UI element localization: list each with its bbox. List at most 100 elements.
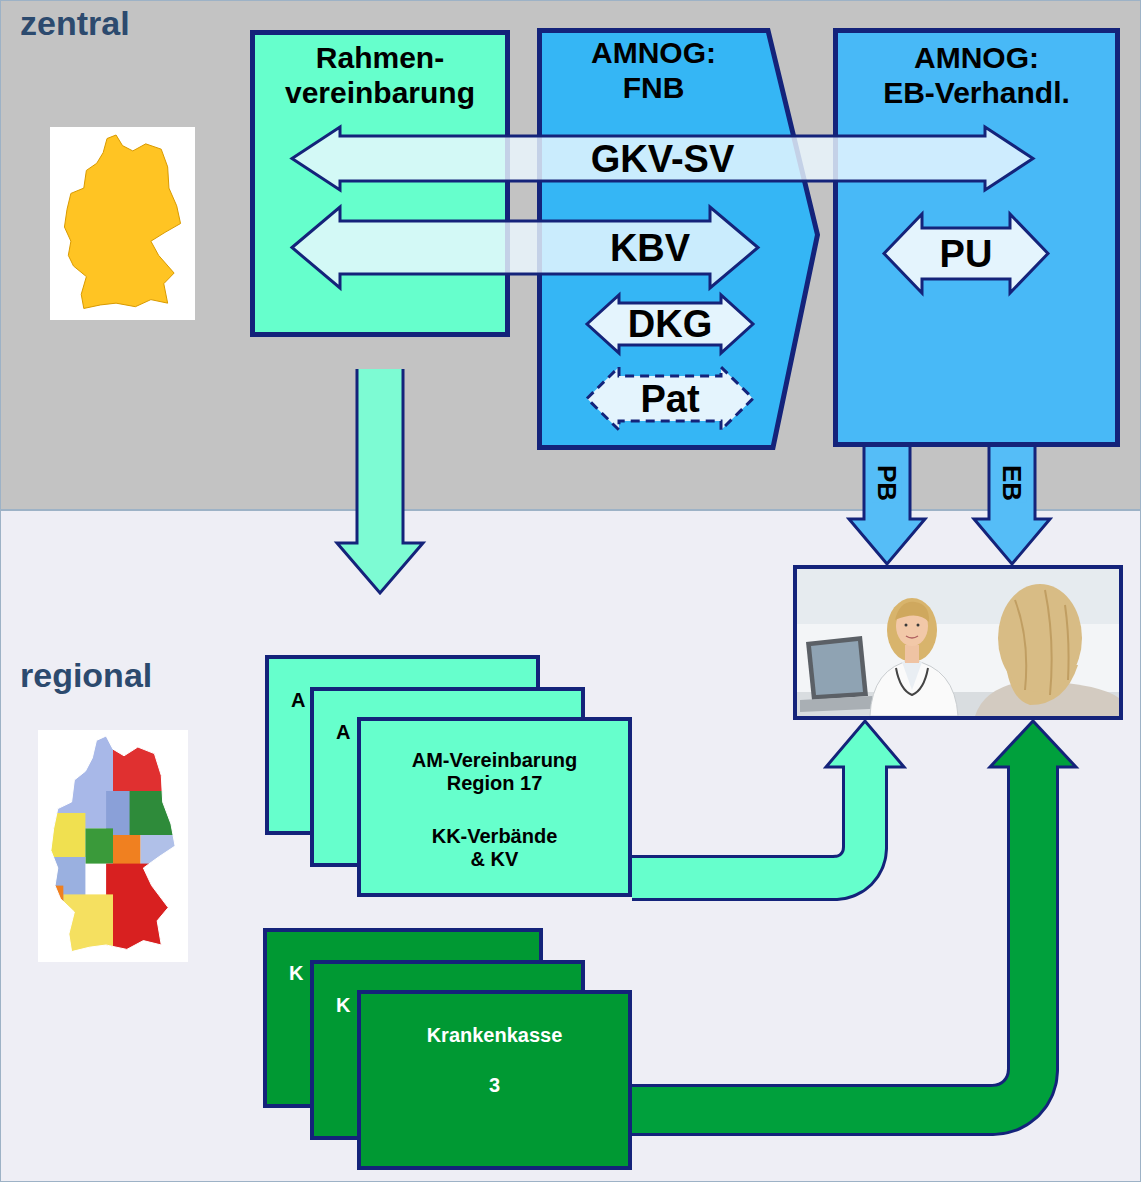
node-text: DKG xyxy=(585,305,755,343)
laptop-display xyxy=(811,641,863,695)
map-frame xyxy=(38,730,188,962)
node-text: Krankenkasse xyxy=(361,1024,628,1047)
text-line: PU xyxy=(940,235,993,273)
text-line: K xyxy=(289,962,303,985)
text-line: regional xyxy=(20,656,152,695)
text-line: FNB xyxy=(623,71,685,106)
state-area xyxy=(44,886,63,908)
arrow-shaft xyxy=(866,447,909,522)
patient-head xyxy=(998,584,1082,692)
node-text: AMNOG: FNB xyxy=(537,36,770,105)
arrow-shaft xyxy=(991,447,1034,522)
arrow-head xyxy=(974,519,1050,564)
shape-outline xyxy=(292,207,758,288)
node-text: GKV-SV xyxy=(290,140,1035,178)
text-line: vereinbarung xyxy=(285,76,475,111)
double-arrow: GKV-SV xyxy=(290,125,1035,192)
edge-label: PB xyxy=(873,463,902,503)
text-line: PB xyxy=(873,465,902,501)
states-map xyxy=(44,736,182,956)
map-frame xyxy=(50,127,195,320)
edge-label: EB xyxy=(998,463,1027,503)
band-title: zentral xyxy=(20,4,280,43)
node-text: Rahmen- vereinbarung xyxy=(255,41,505,110)
photo-frame xyxy=(793,565,1123,720)
state-area xyxy=(113,835,141,868)
text-line: Region 17 xyxy=(447,772,543,795)
band: regionalA A AM-Vereinbarung Region 17 KK-Ve… xyxy=(0,510,1141,1182)
double-arrow: KBV xyxy=(290,205,760,290)
text-line: EB-Verhandl. xyxy=(883,76,1070,111)
insurer-card: Krankenkasse 3 xyxy=(357,990,632,1170)
arrow-shaft xyxy=(632,764,865,878)
state-area xyxy=(141,835,182,868)
text-line: AMNOG: xyxy=(591,36,716,71)
arrow-head xyxy=(337,543,423,593)
regional-ground xyxy=(0,510,1141,1182)
arrow-outline xyxy=(632,767,1033,1110)
block-arrow xyxy=(632,721,1076,1110)
block-arrow xyxy=(337,369,423,593)
block-arrow xyxy=(632,721,904,878)
node-text: KK-Verbände & KV xyxy=(361,825,628,871)
text-line: K xyxy=(336,994,350,1017)
text-line: & KV xyxy=(471,848,519,871)
text-line: GKV-SV xyxy=(591,140,735,178)
block-arrow xyxy=(974,447,1050,564)
state-area xyxy=(113,736,182,791)
state-area xyxy=(85,828,113,863)
germany-map xyxy=(64,135,180,308)
band-title: regional xyxy=(20,656,280,695)
text-line: Rahmen- xyxy=(316,41,444,76)
arrow-head xyxy=(826,721,904,767)
doctor-hair xyxy=(887,598,937,662)
node-text: Pat xyxy=(585,380,755,418)
stethoscope xyxy=(896,668,928,695)
text-line: 3 xyxy=(489,1074,500,1097)
block-arrow xyxy=(849,447,925,564)
process-box: AMNOG: EB-Verhandl. PU xyxy=(833,28,1120,447)
doctor-coat xyxy=(870,660,958,716)
text-line: zentral xyxy=(20,4,130,43)
node-text: KBV xyxy=(590,229,710,267)
node-text: AM-Vereinbarung Region 17 xyxy=(361,749,628,795)
arrow-shaft xyxy=(632,764,1033,1110)
shape-outline xyxy=(587,367,753,430)
doctor-eye xyxy=(905,624,908,627)
node-text: PU xyxy=(882,235,1050,273)
doctor-eye xyxy=(917,624,920,627)
agreement-card: AM-Vereinbarung Region 17 KK-Verbände & K… xyxy=(357,717,632,897)
shape-outline xyxy=(884,214,1048,293)
doctor-neck xyxy=(905,645,919,663)
shape-outline xyxy=(292,127,1033,190)
text-line: Krankenkasse xyxy=(427,1024,563,1047)
text-line: AMNOG: xyxy=(914,41,1039,76)
state-area xyxy=(106,864,182,956)
band: zentralRahmen- vereinbarung AMNOG: FNB DKG… xyxy=(0,0,1141,510)
shape-outline xyxy=(587,295,753,353)
doctor-shirt xyxy=(902,662,922,690)
laptop-screen xyxy=(806,636,868,700)
double-arrow: Pat xyxy=(585,365,755,432)
text-line: Pat xyxy=(640,380,699,418)
double-arrow: PU xyxy=(882,212,1050,295)
text-line: A xyxy=(336,721,350,744)
node-text: AMNOG: EB-Verhandl. xyxy=(838,41,1115,110)
double-arrow: DKG xyxy=(585,293,755,355)
photo-ground xyxy=(797,569,1119,716)
process-box: Rahmen- vereinbarung xyxy=(250,30,510,337)
text-line: EB xyxy=(998,465,1027,501)
arrow-head xyxy=(990,721,1076,767)
consultation-photo xyxy=(797,569,1119,716)
hair-strands xyxy=(1015,590,1069,695)
state-area xyxy=(44,813,85,857)
text-line: AM-Vereinbarung xyxy=(412,749,578,772)
text-line: KBV xyxy=(610,229,690,267)
germany-outline xyxy=(51,736,175,952)
text-line: A xyxy=(291,689,305,712)
germany-shape xyxy=(64,135,180,308)
node-text: 3 xyxy=(361,1074,628,1097)
arrow-shaft xyxy=(359,369,402,546)
doctor-smile xyxy=(906,636,918,638)
central-ground xyxy=(0,0,1141,510)
